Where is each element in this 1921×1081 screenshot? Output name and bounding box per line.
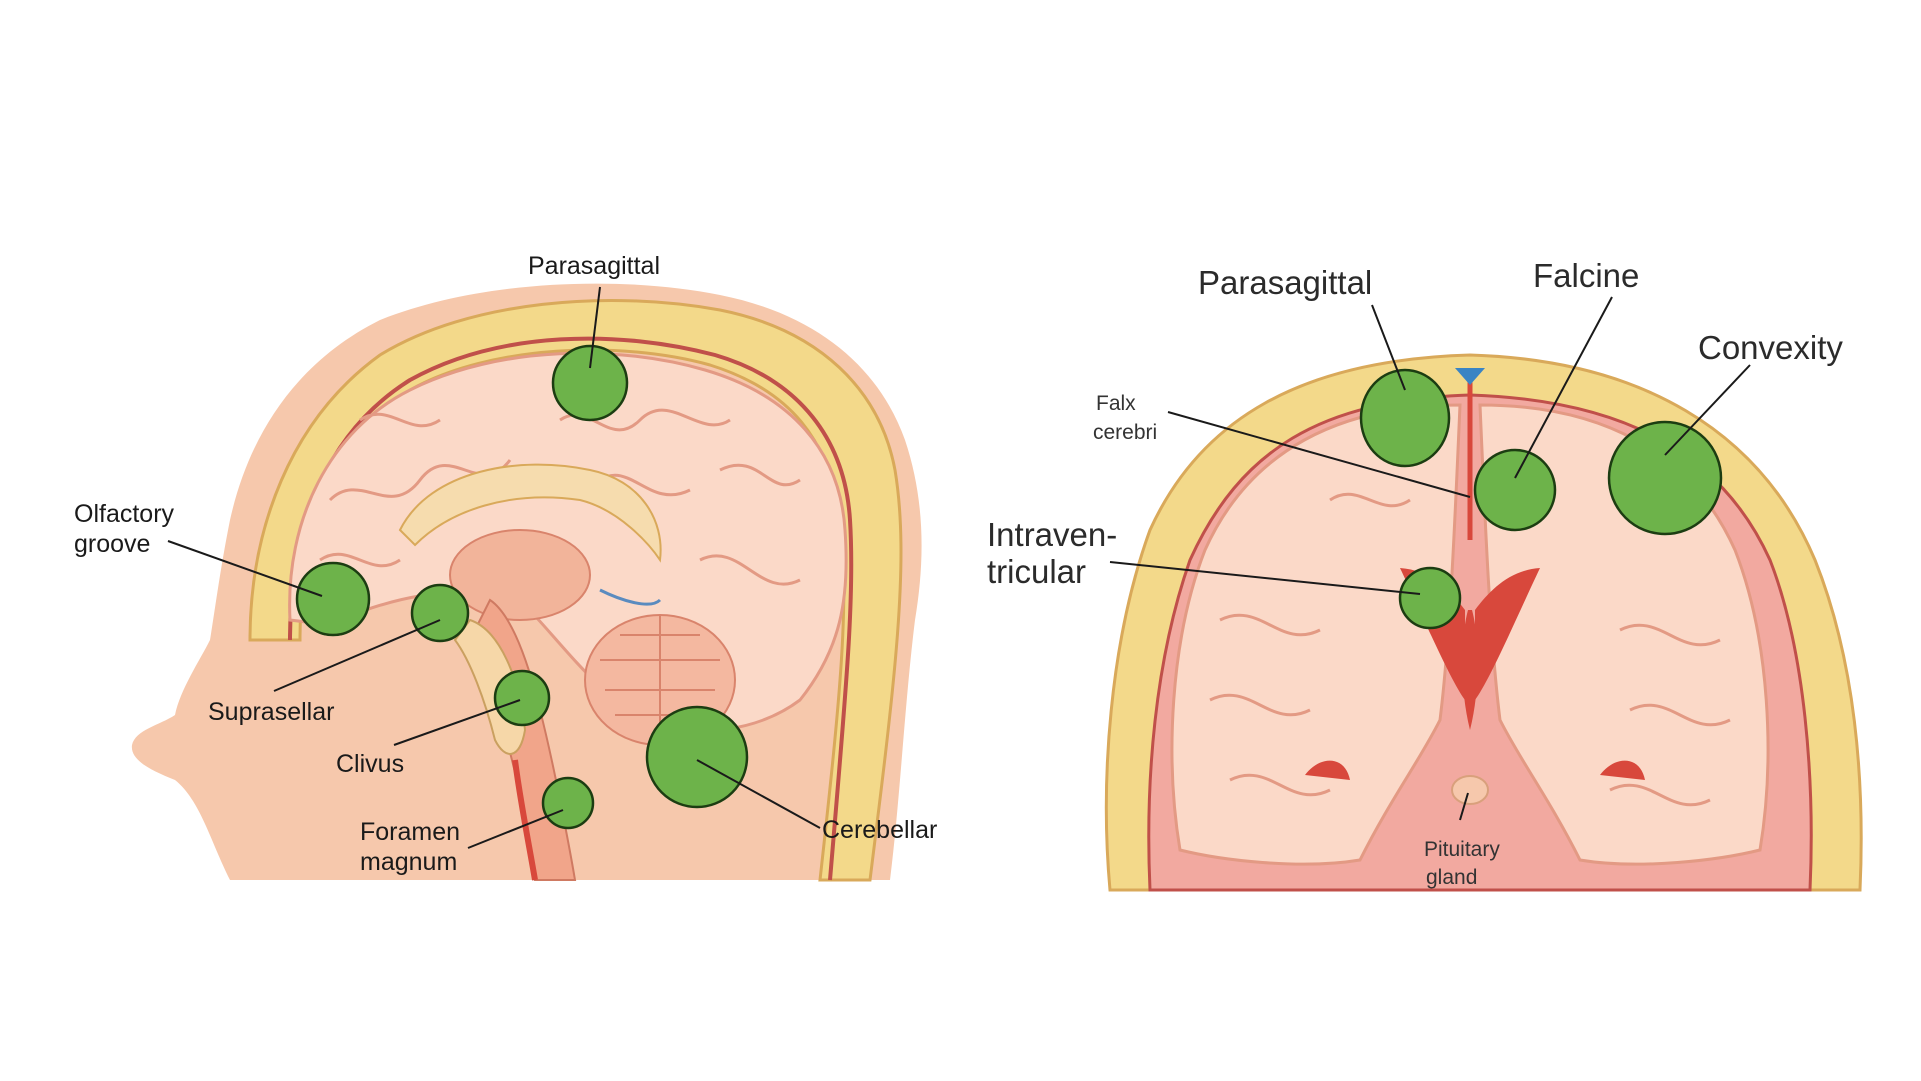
label-pituitary-line2: gland (1426, 866, 1477, 889)
temporal-horn-left (1305, 760, 1350, 780)
coronal-section-illustration (1104, 296, 1863, 892)
tumor-cerebellar (645, 705, 749, 809)
label-foramen-line2: magnum (360, 848, 457, 876)
thalamus (449, 529, 591, 621)
tumor-intraventricular (1398, 566, 1462, 630)
temporal-horn-right (1600, 760, 1645, 780)
label-convexity: Convexity (1698, 329, 1843, 366)
tumor-olfactory-groove (295, 561, 371, 637)
sagittal-sinus (1455, 368, 1485, 385)
sagittal-head-illustration (131, 283, 922, 882)
label-suprasellar: Suprasellar (208, 698, 334, 726)
label-intraventricular-line2: tricular (987, 553, 1086, 590)
corpus-callosum (398, 463, 662, 563)
tumor-parasagittal-coronal (1359, 368, 1451, 468)
label-clivus: Clivus (336, 750, 404, 778)
third-ventricle (1462, 610, 1478, 730)
tumor-convexity (1607, 420, 1723, 536)
label-olfactory-line1: Olfactory (74, 500, 175, 528)
sagittal-leader-lines (167, 286, 821, 849)
label-olfactory-line2: groove (74, 530, 150, 558)
gyri (319, 408, 801, 586)
label-pituitary-line1: Pituitary (1424, 838, 1500, 861)
coronal-brain-left-hemisphere (1170, 403, 1462, 866)
coronal-gyri (1209, 492, 1731, 807)
label-cerebellar: Cerebellar (822, 816, 937, 844)
tumor-parasagittal-sagittal (551, 344, 629, 422)
label-intraventricular-line1: Intraven- (987, 516, 1117, 553)
label-foramen-line1: Foramen (360, 818, 460, 846)
tumor-falcine (1473, 448, 1557, 532)
tumor-suprasellar (410, 583, 470, 643)
vertebral-vessel (512, 759, 538, 881)
coronal-leader-lines (1109, 296, 1751, 821)
label-falcine: Falcine (1533, 257, 1639, 294)
label-falx-line2: cerebri (1093, 421, 1157, 444)
label-parasagittal-sagittal: Parasagittal (528, 252, 660, 280)
vessel (599, 588, 662, 606)
tumor-foramen-magnum (541, 776, 595, 830)
label-parasagittal-coronal: Parasagittal (1198, 264, 1372, 301)
pituitary-gland (1451, 775, 1489, 805)
label-falx-line1: Falx (1096, 392, 1136, 415)
tumor-clivus (493, 669, 551, 727)
